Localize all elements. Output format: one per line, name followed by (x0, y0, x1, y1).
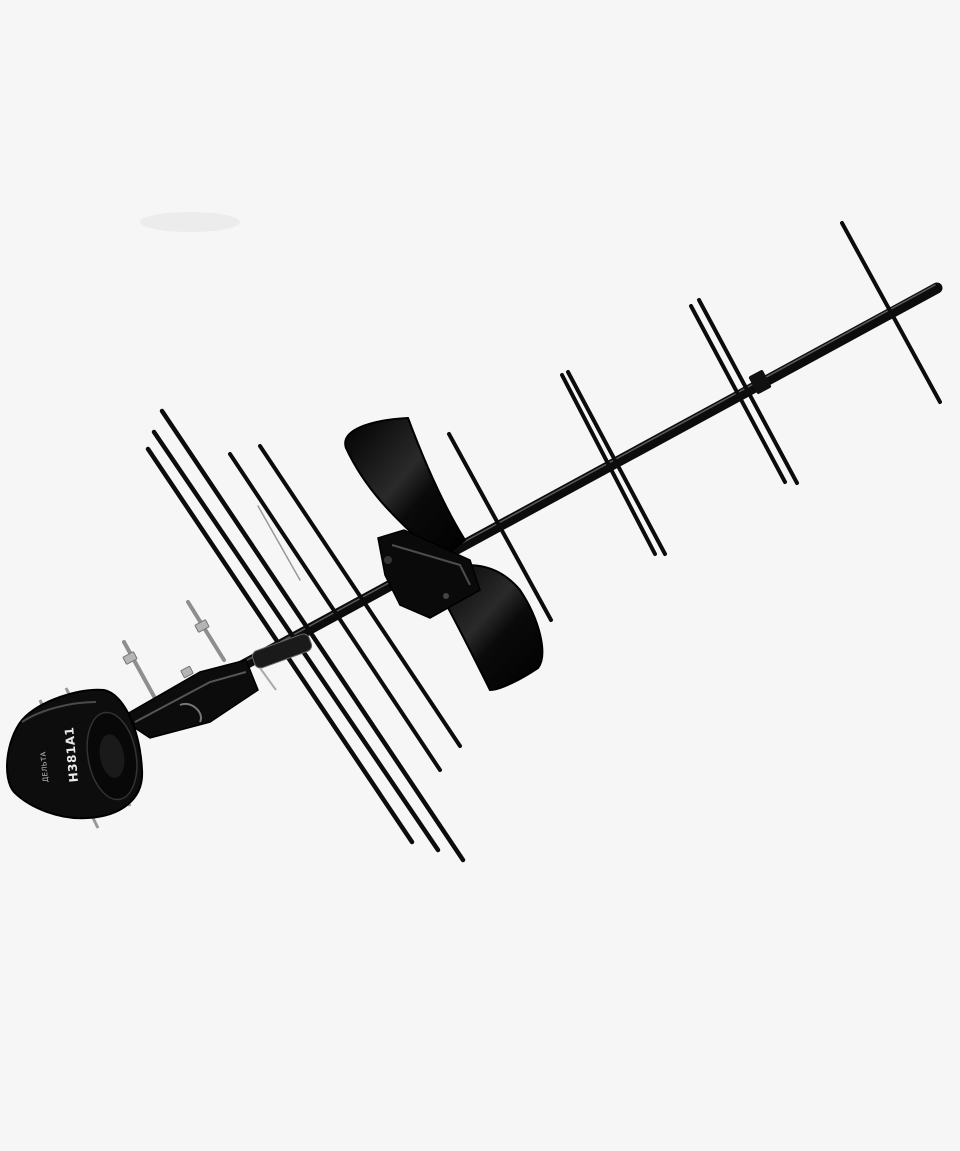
housing-model-text: H381A1 (62, 726, 81, 783)
shadow-smudge (140, 212, 240, 232)
amplifier-housing: H381A1 ДЕЛЬТА (6, 688, 144, 820)
antenna-boom (232, 282, 943, 674)
dipole-plate (344, 416, 544, 692)
director-elements (447, 221, 942, 622)
housing-brand-text: ДЕЛЬТА (39, 751, 50, 782)
